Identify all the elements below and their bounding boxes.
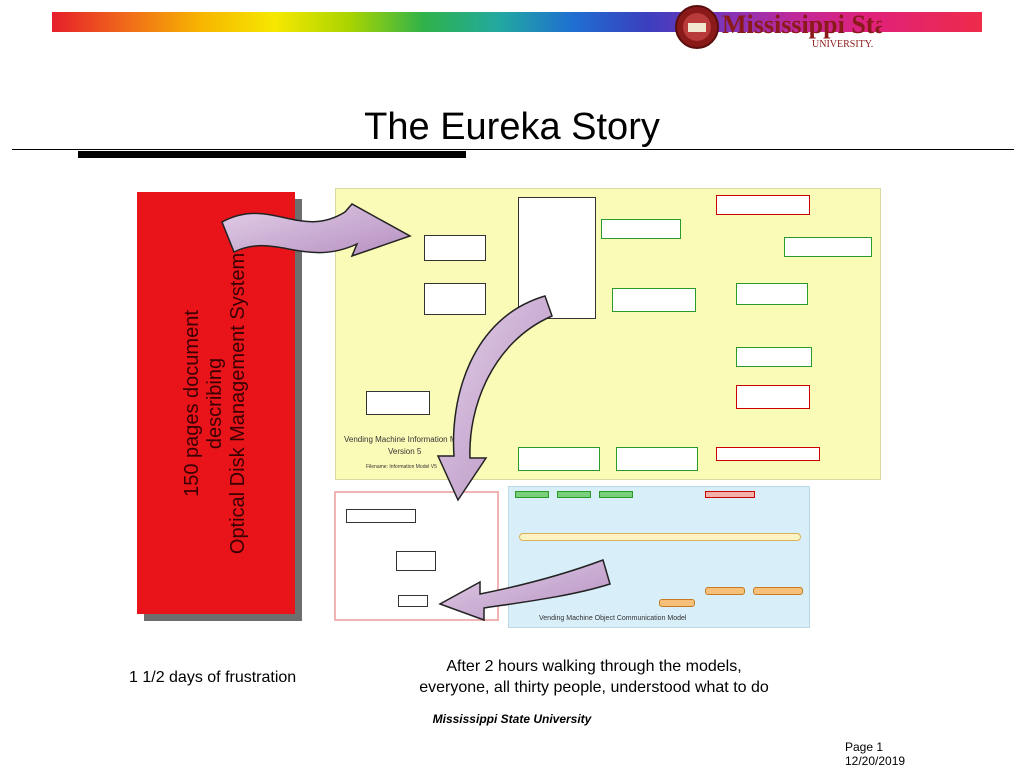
model-box	[424, 235, 486, 261]
model-box	[784, 237, 872, 257]
red-panel-line-2: describing	[204, 357, 227, 449]
model-box	[716, 195, 810, 215]
model-box	[736, 347, 812, 367]
rainbow-banner	[52, 12, 982, 32]
model-box	[705, 491, 755, 498]
caption-frustration: 1 1/2 days of frustration	[129, 669, 297, 686]
model-box	[612, 288, 696, 312]
model-box	[396, 551, 436, 571]
red-panel-text: 150 pages document describing Optical Di…	[137, 192, 295, 614]
model-box	[716, 447, 820, 461]
caption-line-1: After 2 hours walking through the models…	[446, 658, 742, 675]
model-box	[557, 491, 591, 498]
model-box	[601, 219, 681, 239]
info-model-title-2: Version 5	[388, 447, 422, 456]
model-box	[398, 595, 428, 607]
model-box	[736, 385, 810, 409]
model-box	[659, 599, 695, 607]
model-box	[424, 283, 486, 315]
page-date: 12/20/2019	[845, 754, 906, 768]
model-box	[753, 587, 803, 595]
model-box	[515, 491, 549, 498]
footer-org: Mississippi State University	[432, 712, 592, 726]
ocm-title: Vending Machine Object Communication Mod…	[539, 615, 687, 622]
title-accent-bar	[78, 151, 466, 158]
model-box	[518, 197, 596, 319]
model-box	[346, 509, 416, 523]
caption-understood: After 2 hours walking through the models…	[404, 656, 784, 698]
model-box	[518, 447, 600, 471]
title-rule	[12, 149, 1014, 150]
logo-subtext: UNIVERSITY.	[812, 39, 873, 50]
model-box	[616, 447, 698, 471]
red-panel-line-1: 150 pages document	[181, 309, 204, 497]
model-box	[366, 391, 430, 415]
page-info: Page 1 12/20/2019	[845, 740, 905, 768]
info-model-filename: Filename: Information Model V5	[366, 464, 437, 470]
model-box	[736, 283, 808, 305]
page-number: Page 1	[845, 740, 884, 754]
state-model-diagram	[334, 491, 499, 621]
red-document-panel	[137, 192, 295, 614]
object-communication-model-diagram: Vending Machine Object Communication Mod…	[508, 486, 810, 628]
logo-text: Mississippi State	[722, 10, 882, 39]
msu-logo: Mississippi State UNIVERSITY.	[675, 5, 882, 50]
caption-line-2: everyone, all thirty people, understood …	[419, 679, 769, 696]
model-box	[599, 491, 633, 498]
info-model-title-1: Vending Machine Information Model	[344, 435, 472, 444]
information-model-diagram: Vending Machine Information Model Versio…	[335, 188, 881, 480]
slide-title: The Eureka Story	[364, 106, 660, 148]
model-box	[705, 587, 745, 595]
red-panel-line-3: Optical Disk Management System	[227, 252, 250, 554]
model-box	[519, 533, 801, 541]
